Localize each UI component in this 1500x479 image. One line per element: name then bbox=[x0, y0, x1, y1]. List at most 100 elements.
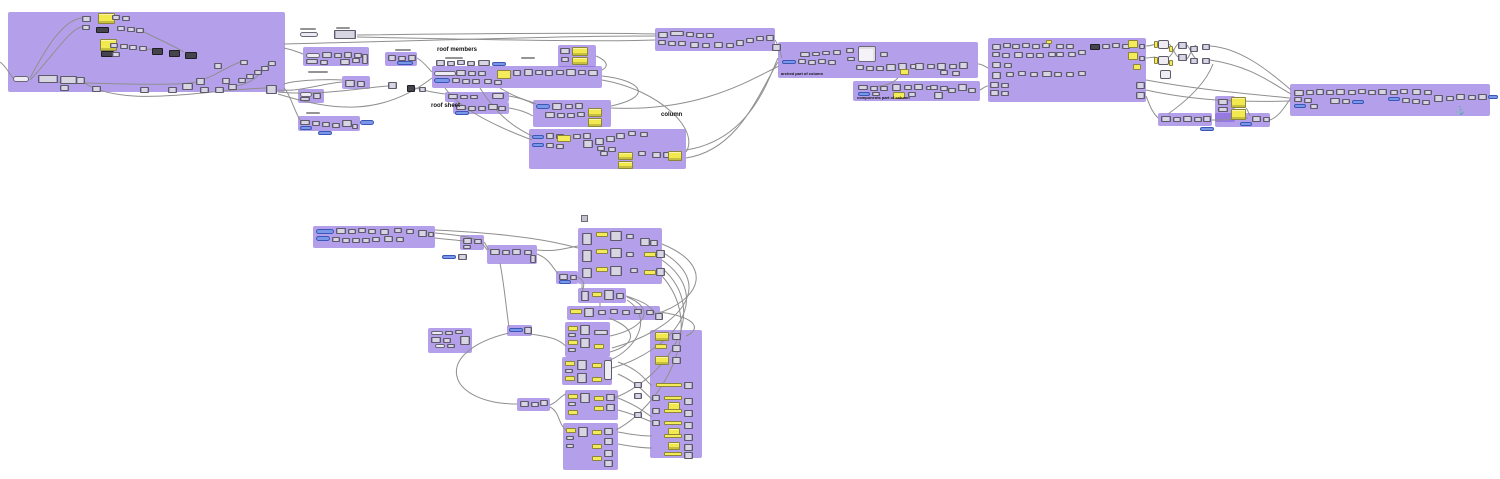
component-node[interactable] bbox=[580, 338, 590, 348]
component-node[interactable] bbox=[1042, 71, 1052, 77]
component-node[interactable] bbox=[892, 84, 901, 91]
component-node[interactable] bbox=[626, 252, 634, 257]
component-node[interactable] bbox=[443, 338, 451, 343]
component-node[interactable] bbox=[408, 55, 416, 61]
component-node[interactable] bbox=[182, 83, 193, 90]
component-node[interactable] bbox=[460, 336, 470, 345]
component-node[interactable] bbox=[726, 43, 734, 48]
component-node[interactable] bbox=[684, 434, 693, 441]
component-node[interactable] bbox=[457, 60, 465, 65]
number-slider[interactable] bbox=[656, 383, 682, 387]
component-node[interactable] bbox=[886, 64, 896, 71]
component-node[interactable] bbox=[566, 69, 576, 76]
component-node[interactable] bbox=[684, 422, 693, 429]
component-node[interactable] bbox=[904, 85, 912, 90]
component-node[interactable] bbox=[540, 400, 548, 406]
component-node[interactable] bbox=[1102, 44, 1110, 49]
component-node[interactable] bbox=[122, 16, 130, 21]
component-node[interactable] bbox=[640, 238, 650, 246]
component-node[interactable] bbox=[992, 44, 1001, 50]
component-node[interactable] bbox=[577, 360, 587, 370]
data-capsule[interactable] bbox=[1488, 95, 1498, 99]
component-node[interactable] bbox=[431, 337, 441, 343]
component-node[interactable] bbox=[513, 70, 521, 76]
component-node[interactable] bbox=[120, 44, 128, 49]
component-node[interactable] bbox=[358, 228, 366, 233]
component-node[interactable] bbox=[467, 61, 475, 66]
data-capsule[interactable] bbox=[492, 62, 506, 66]
component-node[interactable] bbox=[949, 64, 957, 69]
component-node-dark[interactable] bbox=[152, 48, 163, 55]
number-slider[interactable] bbox=[592, 444, 602, 449]
number-slider[interactable] bbox=[1128, 52, 1138, 60]
number-slider[interactable] bbox=[592, 363, 602, 368]
component-node[interactable] bbox=[557, 113, 565, 118]
component-node[interactable] bbox=[254, 70, 262, 75]
component-node[interactable] bbox=[334, 53, 342, 58]
component-node[interactable] bbox=[228, 84, 237, 90]
component-node[interactable] bbox=[524, 327, 532, 334]
component-node[interactable] bbox=[300, 120, 310, 125]
component-node[interactable] bbox=[684, 398, 693, 405]
component-node[interactable] bbox=[462, 79, 470, 84]
component-node[interactable] bbox=[1066, 44, 1074, 49]
component-node[interactable] bbox=[583, 133, 591, 139]
component-node[interactable] bbox=[357, 81, 365, 87]
component-node[interactable] bbox=[388, 82, 397, 89]
component-node[interactable] bbox=[1203, 116, 1211, 122]
component-node[interactable] bbox=[672, 333, 681, 340]
number-slider[interactable] bbox=[596, 267, 608, 272]
component-node[interactable] bbox=[626, 234, 634, 239]
component-node[interactable] bbox=[1183, 116, 1192, 122]
component-node[interactable] bbox=[568, 333, 576, 337]
component-node[interactable] bbox=[463, 245, 471, 249]
number-slider[interactable] bbox=[1154, 57, 1158, 64]
component-node[interactable] bbox=[1136, 82, 1145, 89]
component-node[interactable] bbox=[696, 33, 704, 38]
component-node[interactable] bbox=[1112, 43, 1120, 48]
component-node[interactable] bbox=[322, 122, 330, 127]
component-node[interactable] bbox=[684, 452, 693, 459]
component-node-dark[interactable] bbox=[407, 85, 415, 92]
component-node[interactable] bbox=[1378, 89, 1387, 95]
component-node[interactable] bbox=[560, 48, 570, 54]
data-capsule[interactable] bbox=[1352, 100, 1364, 104]
component-node[interactable] bbox=[394, 228, 402, 233]
component-node[interactable] bbox=[565, 104, 573, 109]
panel[interactable] bbox=[668, 151, 682, 161]
component-node[interactable] bbox=[552, 103, 562, 110]
component-node[interactable] bbox=[772, 44, 781, 51]
component-node[interactable] bbox=[1478, 94, 1487, 100]
list-node[interactable] bbox=[604, 360, 612, 380]
component-node[interactable] bbox=[1139, 56, 1145, 61]
component-node[interactable] bbox=[139, 46, 147, 51]
component-node[interactable] bbox=[652, 395, 660, 401]
component-node[interactable] bbox=[568, 348, 576, 352]
component-node[interactable] bbox=[447, 61, 455, 66]
component-node[interactable] bbox=[1304, 98, 1312, 103]
component-node[interactable] bbox=[127, 27, 135, 32]
component-node[interactable] bbox=[833, 50, 841, 55]
component-node[interactable] bbox=[846, 48, 854, 53]
number-slider[interactable] bbox=[570, 309, 582, 314]
component-node[interactable] bbox=[584, 308, 594, 317]
number-slider[interactable] bbox=[1128, 40, 1138, 48]
component-node[interactable] bbox=[460, 95, 468, 99]
number-slider[interactable] bbox=[568, 410, 578, 415]
component-node[interactable] bbox=[1190, 46, 1198, 52]
component-node[interactable] bbox=[463, 238, 472, 244]
number-slider[interactable] bbox=[900, 69, 909, 75]
component-node[interactable] bbox=[362, 54, 368, 64]
component-node[interactable] bbox=[92, 86, 101, 92]
component-node[interactable] bbox=[578, 70, 586, 75]
component-node[interactable] bbox=[472, 79, 480, 84]
component-node[interactable] bbox=[545, 112, 555, 118]
component-node[interactable] bbox=[306, 59, 318, 64]
data-capsule[interactable] bbox=[536, 104, 550, 109]
component-node[interactable] bbox=[800, 52, 810, 57]
component-node[interactable] bbox=[492, 93, 504, 99]
data-capsule[interactable] bbox=[858, 92, 870, 96]
number-slider[interactable] bbox=[594, 396, 604, 401]
data-capsule[interactable] bbox=[1388, 97, 1400, 101]
